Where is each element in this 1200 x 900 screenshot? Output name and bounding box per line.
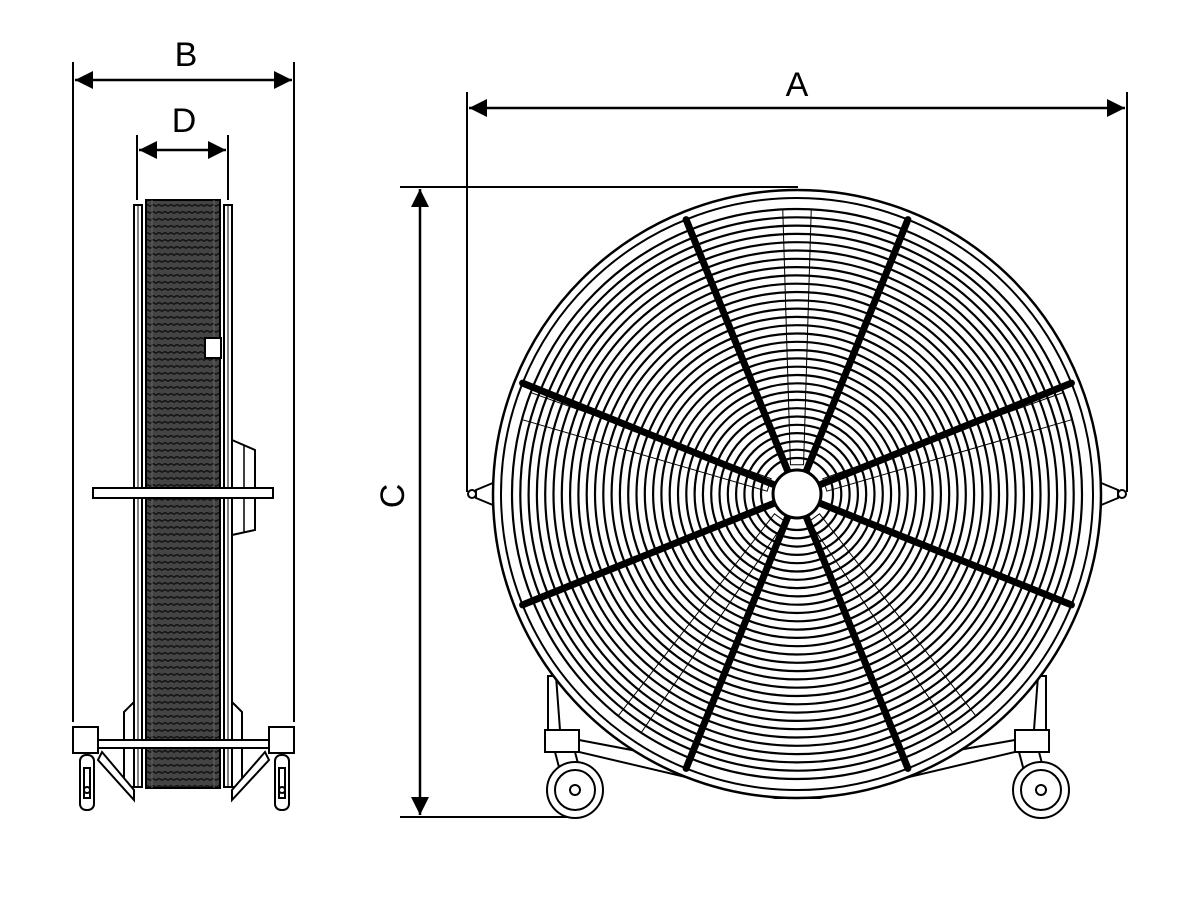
- grille-rings: [510, 207, 1084, 781]
- grille-spokes: [519, 216, 1075, 772]
- switch-box: [204, 337, 222, 359]
- dimension-b: B: [72, 36, 295, 722]
- side-view: B D: [72, 36, 295, 811]
- label-a: A: [786, 66, 809, 104]
- dimension-c: C: [374, 186, 798, 818]
- dimension-a: A: [466, 66, 1128, 492]
- side-base: [72, 699, 295, 811]
- fan-hub: [771, 468, 823, 520]
- label-b: B: [175, 36, 198, 74]
- pivot-bar: [92, 487, 274, 499]
- front-view: A C: [374, 66, 1128, 819]
- dimension-d: D: [136, 102, 229, 200]
- label-d: D: [172, 102, 197, 140]
- label-c: C: [374, 484, 412, 509]
